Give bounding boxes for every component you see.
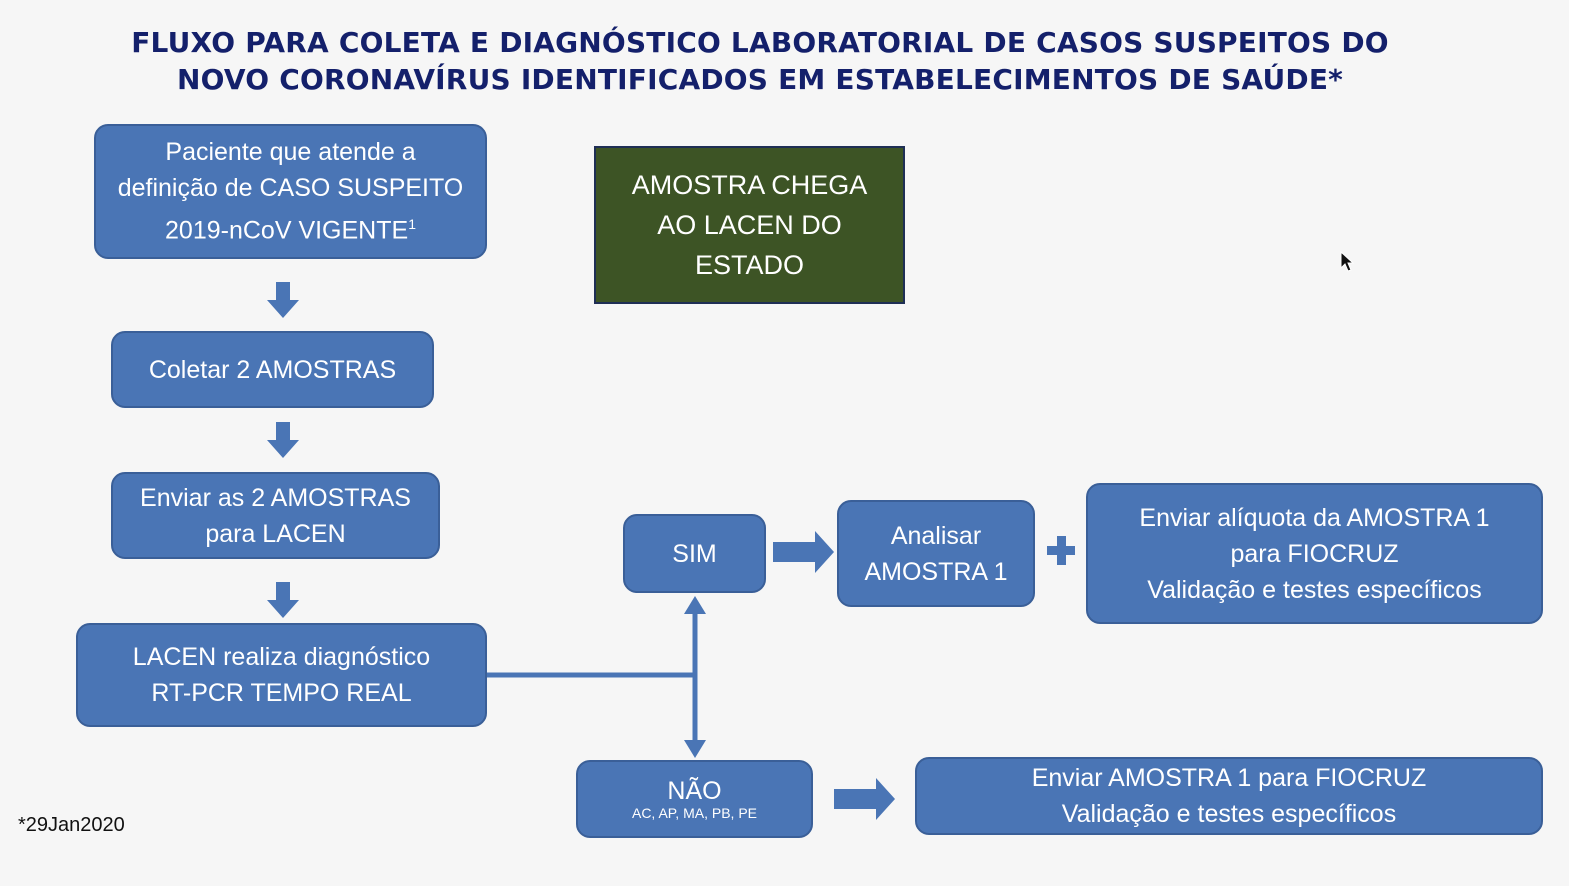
aliquot-line-1: Enviar alíquota da AMOSTRA 1 bbox=[1139, 503, 1490, 532]
patient-line-2: definição de CASO SUSPEITO bbox=[117, 174, 464, 203]
box-send-lacen: Enviar as 2 AMOSTRAS para LACEN bbox=[111, 472, 440, 559]
patient-line-3: 2019-nCoV VIGENTE1 bbox=[165, 206, 416, 248]
title-line-1: FLUXO PARA COLETA E DIAGNÓSTICO LABORATO… bbox=[131, 26, 1389, 59]
page-title: FLUXO PARA COLETA E DIAGNÓSTICO LABORATO… bbox=[40, 24, 1480, 98]
aliquot-line-2: para FIOCRUZ bbox=[1230, 539, 1399, 568]
yes-text: SIM bbox=[672, 539, 717, 568]
no-text: NÃO bbox=[667, 777, 722, 805]
plus-icon-v bbox=[1057, 536, 1066, 565]
mouse-cursor-icon bbox=[1340, 251, 1354, 272]
box-collect: Coletar 2 AMOSTRAS bbox=[111, 331, 434, 408]
aliquot-line-3: Validação e testes específicos bbox=[1147, 575, 1482, 604]
send-line-2: para LACEN bbox=[205, 519, 346, 548]
collect-text: Coletar 2 AMOSTRAS bbox=[148, 355, 397, 384]
box-analyze: Analisar AMOSTRA 1 bbox=[837, 500, 1035, 607]
down-arrow-to-nao bbox=[684, 740, 706, 758]
patient-line-1: Paciente que atende a bbox=[165, 138, 416, 167]
box-aliquot-fiocruz: Enviar alíquota da AMOSTRA 1 para FIOCRU… bbox=[1086, 483, 1543, 624]
down-arrow-3 bbox=[267, 582, 299, 618]
analyze-line-2: AMOSTRA 1 bbox=[864, 557, 1008, 586]
right-arrow-sim bbox=[773, 531, 834, 573]
down-arrow-1 bbox=[267, 282, 299, 318]
down-arrow-2 bbox=[267, 422, 299, 458]
arrives-line-3: ESTADO bbox=[694, 250, 804, 280]
send-line-1: Enviar as 2 AMOSTRAS bbox=[140, 483, 411, 512]
diagnosis-line-1: LACEN realiza diagnóstico bbox=[132, 643, 431, 671]
footnote: *29Jan2020 bbox=[18, 814, 125, 836]
title-line-2: NOVO CORONAVÍRUS IDENTIFICADOS EM ESTABE… bbox=[176, 63, 1343, 96]
arrives-line-1: AMOSTRA CHEGA bbox=[631, 170, 868, 200]
box-send-fiocruz: Enviar AMOSTRA 1 para FIOCRUZ Validação … bbox=[915, 757, 1543, 835]
send-fiocruz-line-1: Enviar AMOSTRA 1 para FIOCRUZ bbox=[1031, 764, 1427, 792]
box-diagnosis: LACEN realiza diagnóstico RT-PCR TEMPO R… bbox=[76, 623, 487, 727]
footnote-marker: 1 bbox=[408, 216, 416, 233]
box-no: NÃO AC, AP, MA, PB, PE bbox=[576, 760, 813, 838]
right-arrow-nao bbox=[834, 778, 895, 820]
diagnosis-line-2: RT-PCR TEMPO REAL bbox=[151, 679, 412, 707]
arrives-line-2: AO LACEN DO bbox=[657, 210, 842, 240]
no-states: AC, AP, MA, PB, PE bbox=[631, 805, 757, 821]
box-yes: SIM bbox=[623, 514, 766, 593]
send-fiocruz-line-2: Validação e testes específicos bbox=[1061, 800, 1397, 828]
box-patient: Paciente que atende a definição de CASO … bbox=[94, 124, 487, 259]
analyze-line-1: Analisar bbox=[890, 521, 982, 550]
up-arrow-to-sim bbox=[684, 596, 706, 614]
patient-line-3-text: 2019-nCoV VIGENTE bbox=[165, 216, 409, 245]
box-sample-arrives: AMOSTRA CHEGA AO LACEN DO ESTADO bbox=[594, 146, 905, 304]
